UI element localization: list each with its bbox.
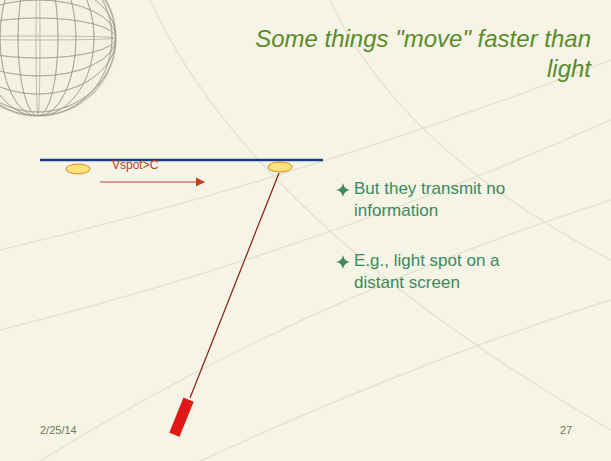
bullet-text: E.g., light spot on a distant screen xyxy=(354,250,514,294)
screen-line xyxy=(40,159,323,162)
globe-ornament xyxy=(0,0,116,116)
laser-pointer xyxy=(169,398,193,437)
bullet-text: But they transmit no information xyxy=(354,178,514,222)
light-beam xyxy=(190,173,279,398)
velocity-arrow xyxy=(100,181,204,182)
bullet-star xyxy=(336,183,350,197)
slide-title: Some things "move" faster than light xyxy=(241,24,591,84)
light-spot xyxy=(66,164,90,174)
velocity-label: Vspot>C xyxy=(112,158,158,172)
light-spot xyxy=(268,162,292,172)
slide-date: 2/25/14 xyxy=(40,424,77,436)
bullet-star xyxy=(336,255,350,269)
slide-number: 27 xyxy=(560,424,572,436)
